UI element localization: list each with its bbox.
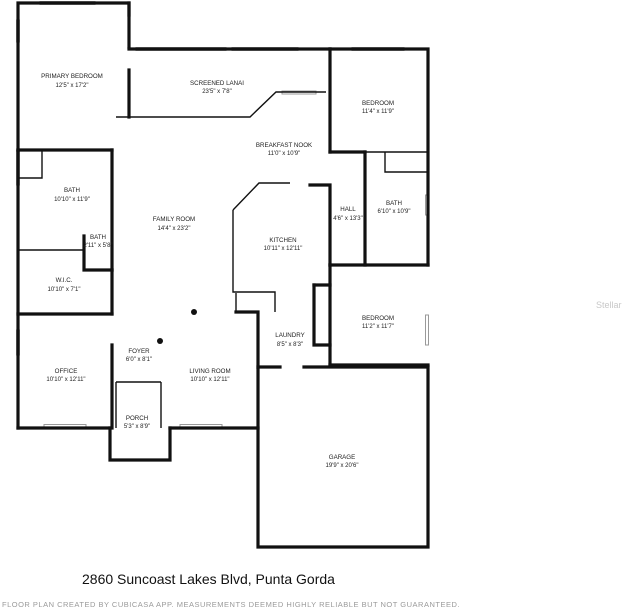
breakfast-nook-name: BREAKFAST NOOK	[256, 142, 313, 149]
office-dims: 10'10" x 12'11"	[46, 377, 85, 383]
office-name: OFFICE	[55, 368, 78, 375]
laundry-dims: 8'5" x 8'3"	[277, 342, 303, 348]
foyer-dims: 6'0" x 8'1"	[126, 357, 152, 363]
kitchen-dims: 10'11" x 12'11"	[264, 246, 303, 252]
bath-1-name: BATH	[64, 187, 80, 194]
bath-3-name: BATH	[386, 200, 402, 207]
walls	[16, 1, 430, 549]
family-room-dims: 14'4" x 23'2"	[158, 226, 191, 232]
primary-bedroom-dims: 12'5" x 17'2"	[56, 83, 89, 89]
screened-lanai-dims: 23'5" x 7'8"	[202, 89, 232, 95]
laundry-name: LAUNDRY	[275, 332, 304, 339]
bath-1-dims: 10'10" x 11'9"	[54, 197, 90, 203]
bath-3-dims: 6'10" x 10'9"	[378, 209, 411, 215]
breakfast-nook-dims: 11'0" x 10'9"	[268, 151, 300, 157]
primary-bedroom-name: PRIMARY BEDROOM	[41, 73, 103, 80]
wic-dims: 10'10" x 7'1"	[48, 287, 81, 293]
garage-name: GARAGE	[329, 454, 355, 461]
bedroom-1-name: BEDROOM	[362, 100, 394, 107]
bath-2-name: BATH	[90, 234, 106, 241]
bedroom-2-name: BEDROOM	[362, 315, 394, 322]
bedroom-2-dims: 11'2" x 11'7"	[362, 324, 394, 330]
kitchen-name: KITCHEN	[269, 237, 296, 244]
family-room-name: FAMILY ROOM	[153, 216, 195, 223]
watermark: Stellar	[596, 300, 622, 310]
property-address: 2860 Suncoast Lakes Blvd, Punta Gorda	[82, 571, 335, 587]
porch-dims: 5'3" x 8'9"	[124, 424, 150, 430]
porch-name: PORCH	[126, 415, 148, 422]
foyer-name: FOYER	[128, 348, 150, 355]
living-room-name: LIVING ROOM	[189, 368, 230, 375]
hall-name: HALL	[340, 206, 356, 213]
wic-name: W.I.C.	[56, 277, 73, 284]
bath-2-dims: 2'11" x 5'8"	[83, 243, 112, 249]
living-room-dims: 10'10" x 12'11"	[190, 377, 229, 383]
garage-dims: 19'9" x 20'6"	[326, 463, 359, 469]
fixtures	[157, 309, 197, 344]
footer-disclaimer: FLOOR PLAN CREATED BY CUBICASA APP. MEAS…	[2, 600, 460, 609]
bedroom-1-dims: 11'4" x 11'9"	[362, 109, 394, 115]
hall-dims: 4'6" x 13'3"	[333, 216, 363, 222]
screened-lanai-name: SCREENED LANAI	[190, 80, 244, 87]
room-labels: PRIMARY BEDROOM 12'5" x 17'2" SCREENED L…	[41, 73, 410, 469]
